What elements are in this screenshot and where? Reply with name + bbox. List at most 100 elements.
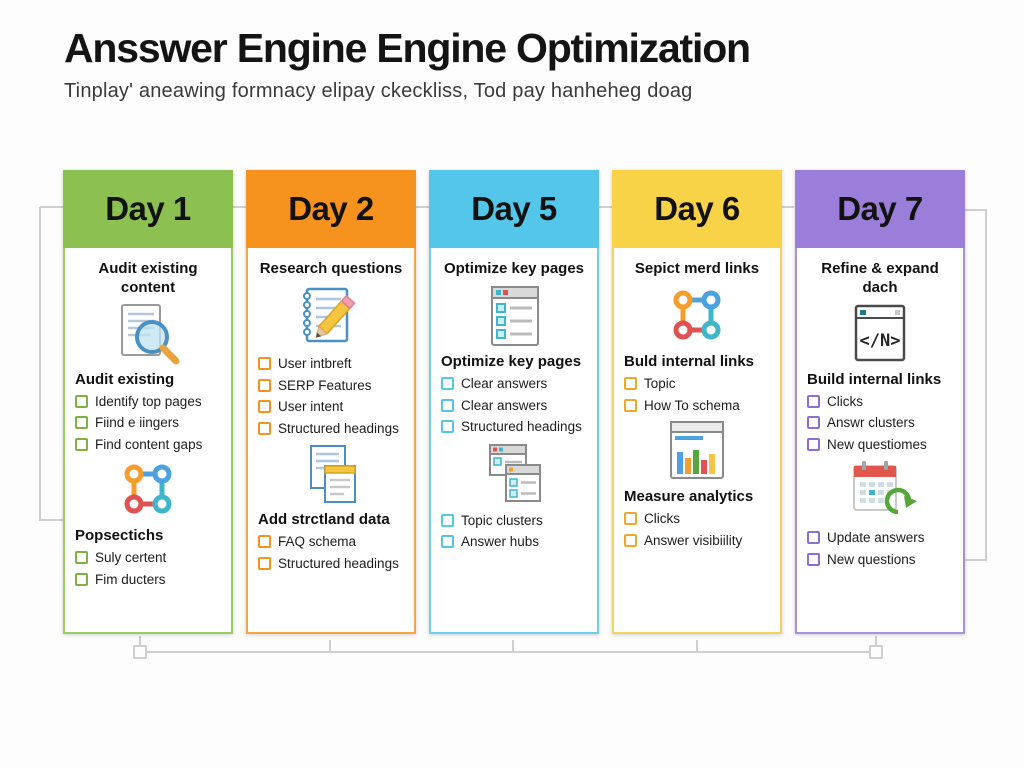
connector-node: [133, 645, 147, 659]
svg-text:</N>: </N>: [860, 331, 901, 351]
checkbox-icon[interactable]: [75, 394, 88, 408]
day-header: Day 2: [246, 170, 416, 248]
checklist-item-label: User intent: [278, 399, 344, 415]
checklist-item: Answer visibiility: [624, 533, 770, 549]
windows-stack-icon: [489, 443, 541, 502]
checkbox-icon[interactable]: [624, 398, 637, 412]
checkbox-icon[interactable]: [807, 552, 820, 566]
checkbox-icon[interactable]: [624, 512, 637, 526]
icon-wrap: [624, 284, 770, 350]
section-title: Optimize key pages: [441, 353, 582, 370]
checkbox-icon[interactable]: [807, 394, 820, 408]
notebook-pencil-icon: [303, 287, 356, 343]
checklist-item: Topic clusters: [441, 513, 587, 529]
checklist-item-label: Topic clusters: [461, 512, 543, 528]
column-heading: Audit existing content: [98, 260, 198, 296]
checkbox-icon[interactable]: [807, 437, 820, 451]
checklist-item-label: Clear answers: [461, 397, 548, 413]
checklist-item: Clear answers: [441, 376, 587, 392]
checkbox-icon[interactable]: [441, 420, 454, 434]
checklist-item: Find content gaps: [75, 437, 221, 453]
network-nodes-icon: [673, 290, 721, 340]
checklist-item-label: Suly certent: [95, 550, 167, 566]
checkbox-icon[interactable]: [258, 378, 271, 392]
checkbox-icon[interactable]: [258, 357, 271, 371]
checkbox-icon[interactable]: [441, 513, 454, 527]
checklist-item-label: Clicks: [827, 393, 863, 409]
checkbox-icon[interactable]: [258, 535, 271, 549]
checkbox-icon[interactable]: [441, 535, 454, 549]
checklist-item-label: Answr clusters: [827, 415, 915, 431]
day-header: Day 7: [795, 170, 965, 248]
section-title: Buld internal links: [624, 353, 755, 370]
checklist-item: Answr clusters: [807, 415, 953, 431]
browser-list-icon: [491, 286, 539, 346]
checklist-item: Identify top pages: [75, 394, 221, 410]
checkbox-icon[interactable]: [807, 531, 820, 545]
checklist-item: Update answers: [807, 530, 953, 546]
checklist-item: Topic: [624, 376, 770, 392]
page-title: Ansswer Engine Engine Optimization: [64, 25, 751, 71]
network-nodes-icon: [124, 464, 172, 514]
page-header: Ansswer Engine Engine Optimization Tinpl…: [64, 25, 751, 103]
checklist-item-label: New questiomes: [827, 436, 927, 452]
checkbox-icon[interactable]: [441, 377, 454, 391]
checklist-item-label: Find content gaps: [95, 436, 203, 452]
calendar-refresh-icon: [853, 461, 917, 515]
checklist-item-label: Identify top pages: [95, 393, 202, 409]
page-subtitle: Tinplay' aneawing formnacy elipay ckeckl…: [64, 80, 693, 103]
column-heading: Sepict merd links: [634, 260, 760, 277]
checkbox-icon[interactable]: [75, 416, 88, 430]
checklist-item: SERP Features: [258, 378, 404, 394]
checklist-item: New questions: [807, 552, 953, 568]
checklist-item: New questiomes: [807, 437, 953, 453]
section-title: Popsectichs: [75, 527, 164, 545]
checklist-item-label: SERP Features: [278, 377, 372, 393]
checkbox-icon[interactable]: [624, 377, 637, 391]
section-title: Measure analytics: [624, 488, 754, 506]
icon-wrap: [75, 302, 221, 368]
checklist-item: FAQ schema: [258, 534, 404, 550]
checklist-item-label: Answer hubs: [461, 534, 540, 550]
checkbox-icon[interactable]: [75, 551, 88, 565]
column-heading: Refine & expand dach: [821, 260, 939, 296]
icon-wrap: [807, 458, 953, 524]
checkbox-icon[interactable]: [258, 556, 271, 570]
doc-magnifier-icon: [121, 303, 180, 364]
checklist-item: User intbreft: [258, 356, 404, 372]
checkbox-icon[interactable]: [75, 437, 88, 451]
checklist-item: Fiind e iingers: [75, 415, 221, 431]
checklist-item: Clicks: [624, 511, 770, 527]
checklist-item-label: Structured headings: [278, 555, 399, 571]
doc-stack-icon: [310, 445, 356, 504]
checklist-item-label: Update answers: [827, 530, 925, 546]
checklist-item-label: New questions: [827, 551, 916, 567]
checklist-item: Answer hubs: [441, 534, 587, 550]
checkbox-icon[interactable]: [258, 421, 271, 435]
icon-wrap: [258, 284, 404, 350]
checkbox-icon[interactable]: [75, 572, 88, 586]
checklist-item-label: Fiind e iingers: [95, 415, 180, 431]
checkbox-icon[interactable]: [441, 398, 454, 412]
section-title: Add strctland data: [258, 511, 390, 529]
day-body: Refine & expand dach </N> Build internal…: [795, 248, 965, 634]
code-window-icon: </N>: [854, 304, 906, 361]
checklist-item-label: Topic: [644, 376, 676, 391]
checkbox-icon[interactable]: [807, 416, 820, 430]
checkbox-icon[interactable]: [258, 400, 271, 414]
day-header: Day 6: [612, 170, 782, 248]
checklist-item-label: Clicks: [644, 511, 680, 527]
icon-wrap: [441, 284, 587, 350]
day-header: Day 5: [429, 170, 599, 248]
checkbox-icon[interactable]: [624, 533, 637, 547]
checklist-item-label: How To schema: [644, 397, 740, 413]
icon-wrap: </N>: [807, 302, 953, 368]
